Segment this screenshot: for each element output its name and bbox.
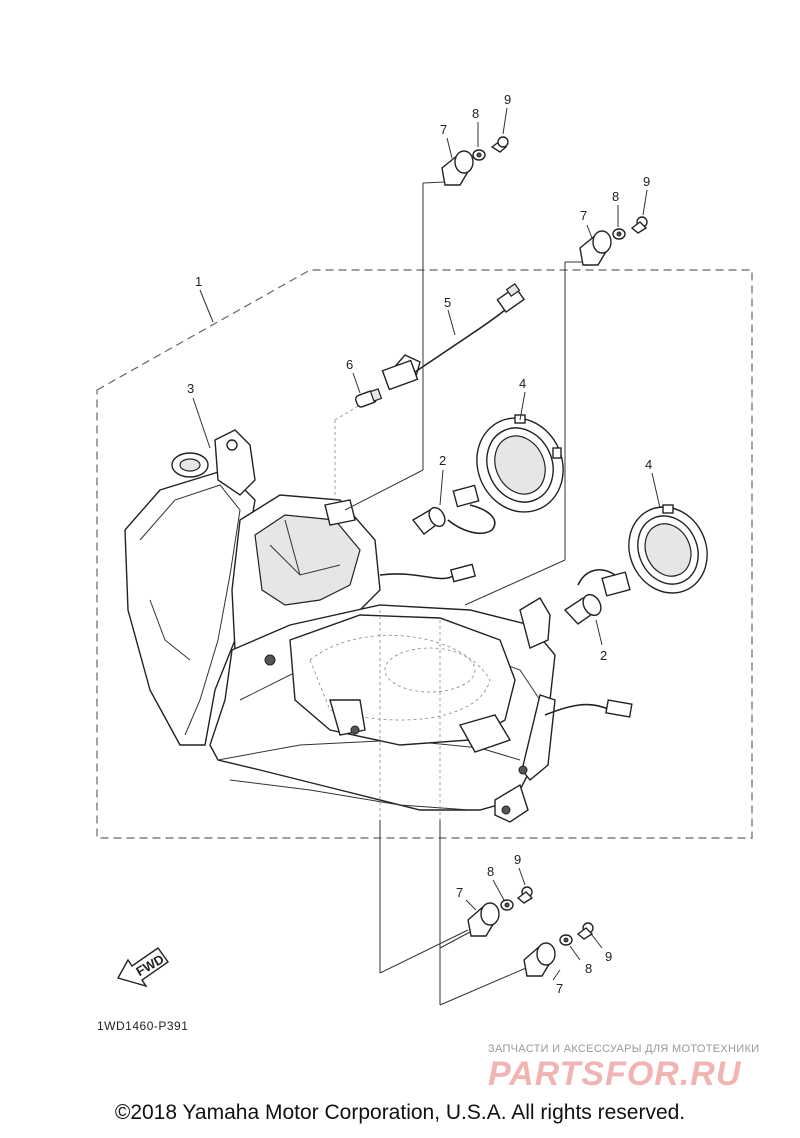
callout-8-top-left: 8 xyxy=(472,106,479,121)
bulb-6 xyxy=(354,388,383,408)
harness-5 xyxy=(381,283,526,391)
callout-8-top-right: 8 xyxy=(612,189,619,204)
fastener-set-bottom-lower xyxy=(523,922,594,977)
reference-code: 1WD1460-P391 xyxy=(97,1019,188,1033)
callout-4-right: 4 xyxy=(645,457,652,472)
callout-2-right: 2 xyxy=(600,648,607,663)
callout-9-bottom-upper: 9 xyxy=(514,852,521,867)
callout-9-top-left: 9 xyxy=(504,92,511,107)
callout-9-top-right: 9 xyxy=(643,174,650,189)
watermark-tagline: ЗАПЧАСТИ И АКСЕССУАРЫ ДЛЯ МОТОТЕХНИКИ xyxy=(488,1043,760,1055)
fastener-set-top-left xyxy=(441,136,509,186)
callout-1: 1 xyxy=(195,274,202,289)
callout-4-center: 4 xyxy=(519,376,526,391)
fastener-set-top-right xyxy=(579,216,648,266)
callout-7-bottom-upper: 7 xyxy=(456,885,463,900)
callout-2-upper: 2 xyxy=(439,453,446,468)
cover-4-right xyxy=(628,504,708,594)
leader-1 xyxy=(199,289,214,323)
copyright-notice: ©2018 Yamaha Motor Corporation, U.S.A. A… xyxy=(114,1101,686,1124)
callout-8-bottom-upper: 8 xyxy=(487,864,494,879)
callout-6: 6 xyxy=(346,357,353,372)
callout-3: 3 xyxy=(187,381,194,396)
callout-9-bottom-lower: 9 xyxy=(605,949,612,964)
callout-7-top-left: 7 xyxy=(440,122,447,137)
cover-4-center xyxy=(476,414,564,513)
fastener-set-bottom-upper xyxy=(467,886,534,937)
fwd-arrow-icon: FWD xyxy=(116,947,169,988)
callout-7-bottom-lower: 7 xyxy=(556,981,563,996)
callout-5: 5 xyxy=(444,295,451,310)
watermark-logo: PARTSFOR.RU xyxy=(488,1055,742,1093)
bulb-2-upper xyxy=(411,484,496,535)
callout-8-bottom-lower: 8 xyxy=(585,961,592,976)
headlight-housing xyxy=(124,429,633,823)
callout-7-top-right: 7 xyxy=(580,208,587,223)
bulb-2-right xyxy=(563,569,631,625)
